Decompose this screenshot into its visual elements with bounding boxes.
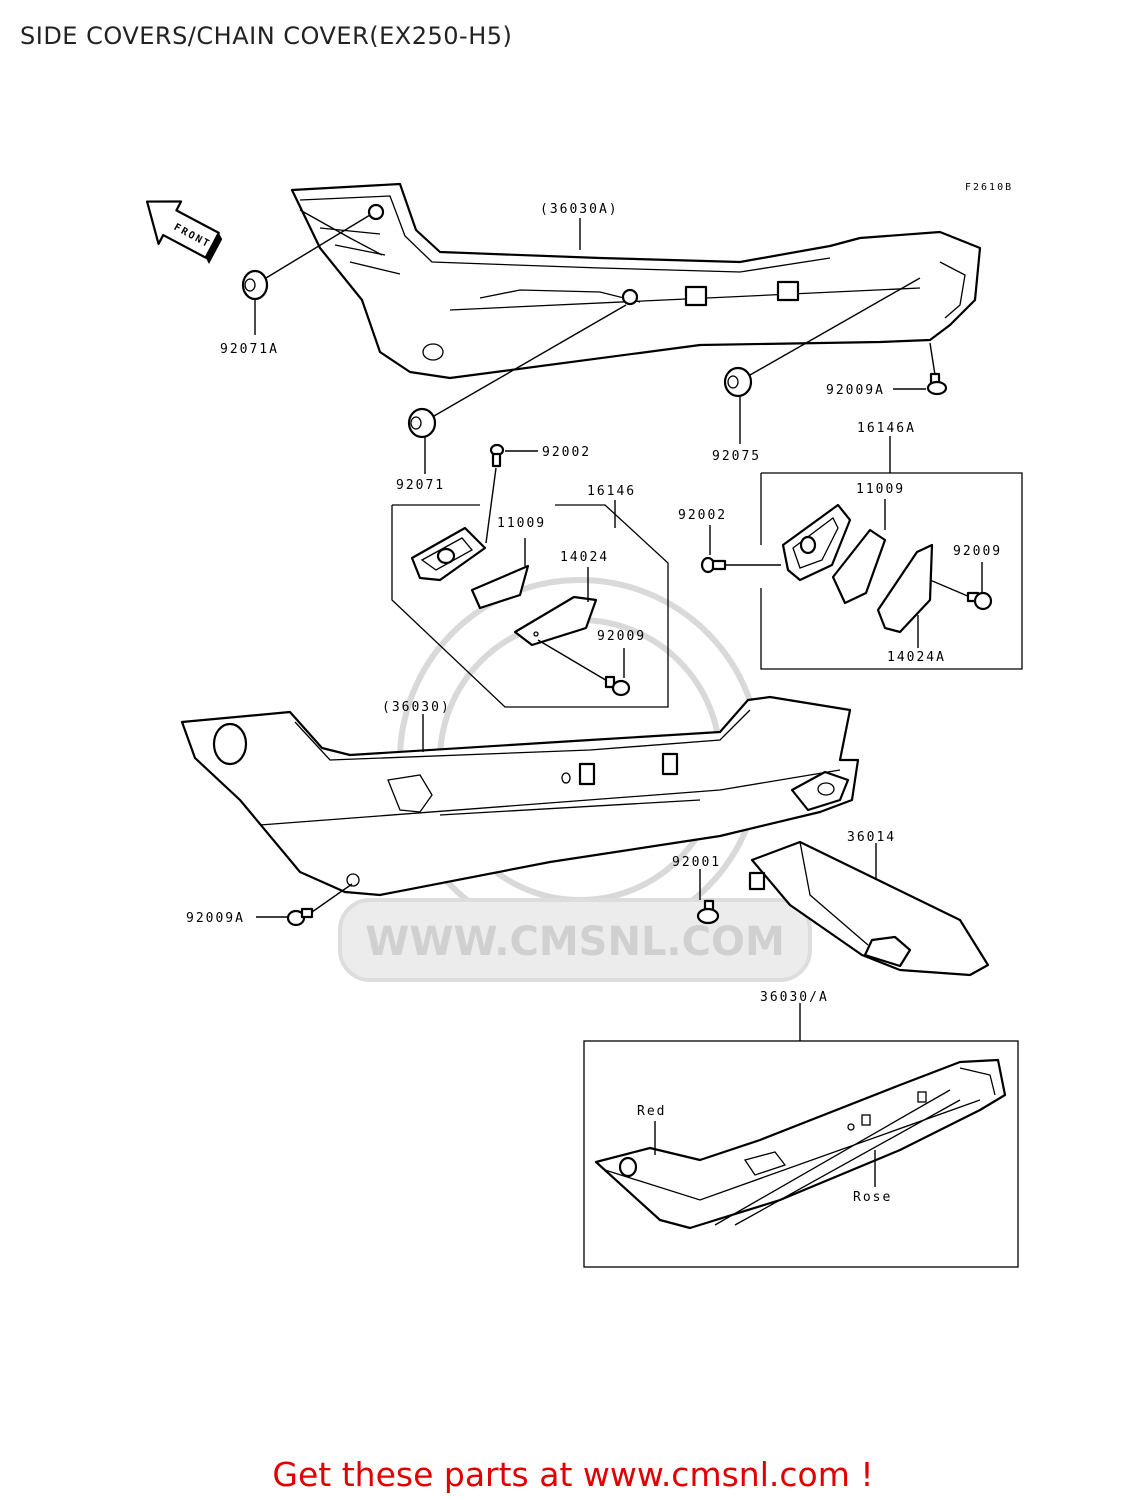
- label-92001: 92001: [672, 855, 721, 870]
- plate-11009-right: [831, 528, 887, 605]
- label-11009-right: 11009: [856, 482, 905, 497]
- label-36030: (36030): [382, 700, 451, 715]
- reflector-14024a: [876, 543, 934, 634]
- kit-16146a-frame: [760, 472, 1023, 670]
- plate-11009-left: [470, 564, 530, 610]
- screw-92002-left: [489, 443, 505, 468]
- watermark-text: WWW.CMSNL.COM: [365, 919, 785, 965]
- reflector-14024: [513, 595, 598, 647]
- label-92071: 92071: [396, 478, 445, 493]
- label-92009a-left: 92009A: [186, 911, 245, 926]
- kit-16146-frame: [391, 504, 669, 708]
- screw-92009a-right: [926, 342, 948, 396]
- figure-code: F2610B: [965, 182, 1013, 193]
- side-cover-a: [290, 182, 982, 380]
- chain-cover: [748, 840, 990, 977]
- label-36030a: (36030A): [540, 202, 619, 217]
- label-rose: Rose: [853, 1190, 892, 1205]
- label-14024a: 14024A: [887, 650, 946, 665]
- label-92002-right: 92002: [678, 508, 727, 523]
- screw-92001: [696, 899, 720, 925]
- label-92009-right: 92009: [953, 544, 1002, 559]
- label-16146: 16146: [587, 484, 636, 499]
- label-11009-left: 11009: [497, 516, 546, 531]
- label-92002-left: 92002: [542, 445, 591, 460]
- label-14024: 14024: [560, 550, 609, 565]
- front-arrow-icon: FRONT: [145, 200, 223, 264]
- screw-92002-right: [700, 556, 727, 574]
- label-92009a-right: 92009A: [826, 383, 885, 398]
- label-red: Red: [637, 1104, 666, 1119]
- label-36030-a: 36030/A: [760, 990, 829, 1005]
- screw-92009-left: [604, 675, 631, 697]
- grommet-92071a: [241, 269, 269, 301]
- page-title: SIDE COVERS/CHAIN COVER(EX250-H5): [20, 22, 513, 50]
- label-92075: 92075: [712, 449, 761, 464]
- label-92009-left: 92009: [597, 629, 646, 644]
- label-92071a: 92071A: [220, 342, 279, 357]
- screw-92009-right: [966, 591, 993, 611]
- label-36014: 36014: [847, 830, 896, 845]
- label-16146a: 16146A: [857, 421, 916, 436]
- screw-92009a-left: [286, 907, 314, 927]
- reflector-base-left: [410, 526, 487, 582]
- grommet-92071: [407, 407, 437, 439]
- side-cover: [180, 695, 860, 897]
- grommet-92075: [723, 366, 753, 398]
- cover-set-illustration: [594, 1058, 1007, 1230]
- reflector-base-right: [781, 503, 852, 582]
- cover-set-frame: [583, 1040, 1019, 1268]
- get-parts-link[interactable]: Get these parts at www.cmsnl.com !: [272, 1455, 874, 1494]
